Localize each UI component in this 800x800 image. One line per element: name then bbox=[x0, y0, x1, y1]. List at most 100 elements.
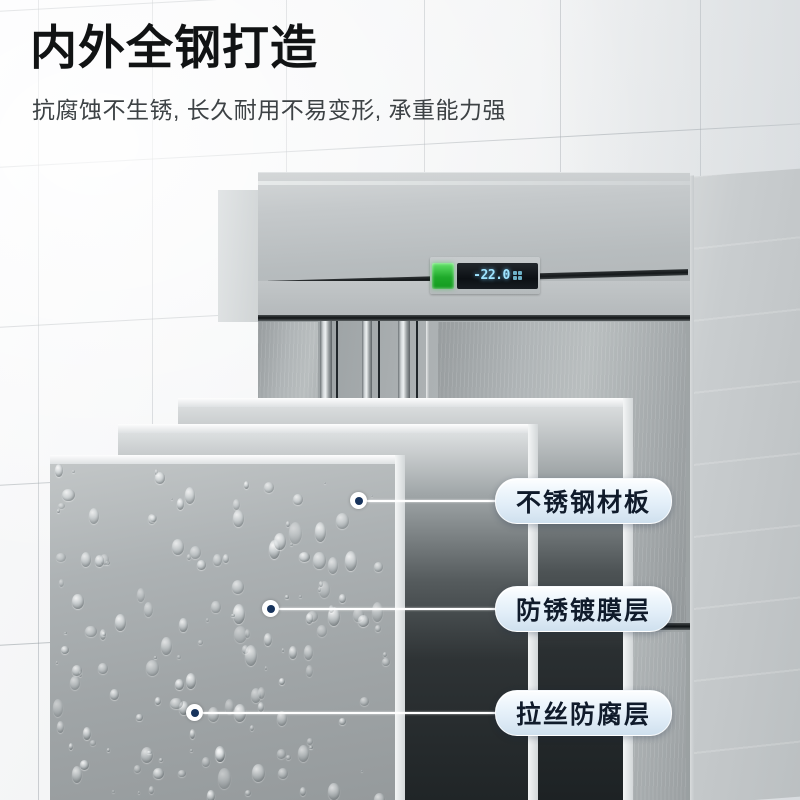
water-droplet bbox=[319, 580, 324, 587]
water-droplet bbox=[184, 487, 196, 504]
water-droplet bbox=[64, 631, 67, 635]
water-droplet bbox=[155, 696, 161, 705]
water-droplet bbox=[55, 660, 59, 664]
water-droplet bbox=[344, 550, 357, 571]
water-droplet bbox=[289, 542, 293, 547]
water-droplet bbox=[232, 603, 245, 625]
water-droplet bbox=[263, 481, 275, 494]
water-droplet bbox=[114, 613, 127, 632]
water-droplet bbox=[274, 532, 286, 550]
water-droplet bbox=[216, 748, 225, 762]
water-droplet bbox=[189, 729, 196, 740]
water-droplet bbox=[222, 554, 229, 563]
water-droplet bbox=[56, 552, 66, 562]
water-droplet bbox=[179, 617, 189, 633]
water-droplet bbox=[97, 662, 108, 675]
water-droplet bbox=[174, 678, 184, 691]
water-droplet bbox=[171, 498, 174, 501]
water-droplet bbox=[56, 720, 65, 734]
water-droplet bbox=[298, 552, 310, 562]
callout-line-3 bbox=[203, 712, 499, 714]
water-droplet bbox=[69, 743, 74, 750]
water-droplet bbox=[99, 553, 110, 566]
callout-line-1 bbox=[367, 500, 499, 502]
water-droplet bbox=[232, 509, 244, 527]
water-droplet bbox=[197, 560, 206, 570]
water-droplet bbox=[80, 551, 91, 567]
water-droplet bbox=[105, 561, 111, 566]
water-droplet bbox=[85, 625, 97, 638]
water-droplet bbox=[278, 767, 288, 779]
water-droplet bbox=[83, 727, 92, 740]
water-droplet bbox=[304, 645, 313, 661]
water-droplet bbox=[150, 515, 157, 522]
power-switch[interactable] bbox=[432, 262, 454, 289]
water-droplet bbox=[243, 481, 250, 489]
fridge-top-hood bbox=[258, 172, 690, 328]
water-droplet bbox=[178, 770, 186, 777]
water-droplet bbox=[189, 748, 193, 753]
water-droplet bbox=[69, 676, 81, 690]
water-droplet bbox=[60, 646, 69, 655]
water-droplet bbox=[264, 666, 268, 671]
water-droplet bbox=[153, 767, 164, 779]
water-droplet bbox=[285, 520, 290, 528]
water-droplet bbox=[207, 789, 216, 800]
water-droplet bbox=[58, 578, 64, 587]
water-droplet bbox=[370, 494, 374, 498]
water-droplet bbox=[207, 706, 219, 722]
water-droplet bbox=[293, 493, 303, 505]
water-droplet bbox=[251, 687, 262, 703]
water-droplet bbox=[218, 768, 231, 790]
page-subtitle: 抗腐蚀不生锈, 长久耐用不易变形, 承重能力强 bbox=[32, 97, 507, 123]
water-droplet bbox=[305, 613, 314, 624]
water-droplet bbox=[110, 689, 119, 701]
water-droplet bbox=[141, 746, 154, 763]
callout-label-text: 拉丝防腐层 bbox=[516, 701, 652, 729]
water-droplet bbox=[315, 522, 327, 542]
water-droplet bbox=[185, 673, 196, 690]
water-droplet bbox=[137, 587, 146, 603]
water-droplet bbox=[72, 766, 83, 784]
water-droplet bbox=[99, 629, 106, 640]
water-droplet bbox=[144, 601, 154, 618]
water-droplet bbox=[285, 754, 291, 760]
water-droplet bbox=[72, 594, 85, 610]
water-droplet bbox=[187, 553, 191, 560]
water-droplet bbox=[154, 472, 166, 484]
water-droplet bbox=[257, 686, 266, 700]
water-droplet bbox=[154, 469, 159, 476]
water-droplet bbox=[54, 464, 63, 477]
water-droplet bbox=[360, 769, 364, 772]
water-droplet bbox=[212, 553, 222, 567]
water-droplet bbox=[106, 748, 110, 753]
water-droplet bbox=[313, 551, 326, 570]
callout-dot-3 bbox=[186, 704, 203, 721]
water-droplet bbox=[231, 580, 245, 595]
water-droplet bbox=[298, 745, 310, 763]
water-droplet bbox=[306, 664, 314, 677]
water-droplet bbox=[189, 545, 202, 560]
water-droplet bbox=[307, 737, 314, 746]
water-droplet bbox=[112, 789, 115, 794]
water-droplet bbox=[276, 711, 287, 726]
water-droplet bbox=[170, 697, 184, 709]
water-droplet bbox=[317, 586, 322, 592]
water-droplet bbox=[172, 539, 184, 555]
water-droplet bbox=[211, 600, 221, 614]
water-droplet bbox=[323, 481, 327, 485]
water-droplet bbox=[244, 790, 251, 797]
water-droplet bbox=[252, 763, 266, 782]
water-droplet bbox=[316, 625, 328, 638]
water-droplet bbox=[244, 645, 257, 666]
water-droplet bbox=[288, 646, 298, 659]
water-droplet bbox=[299, 594, 302, 598]
water-droplet bbox=[71, 469, 75, 473]
water-droplet bbox=[146, 659, 160, 676]
water-droplet bbox=[154, 656, 157, 659]
water-droplet bbox=[62, 488, 75, 501]
water-droplet bbox=[177, 655, 181, 660]
water-droplet bbox=[353, 608, 365, 623]
control-panel[interactable]: -22.0 bbox=[430, 257, 540, 294]
